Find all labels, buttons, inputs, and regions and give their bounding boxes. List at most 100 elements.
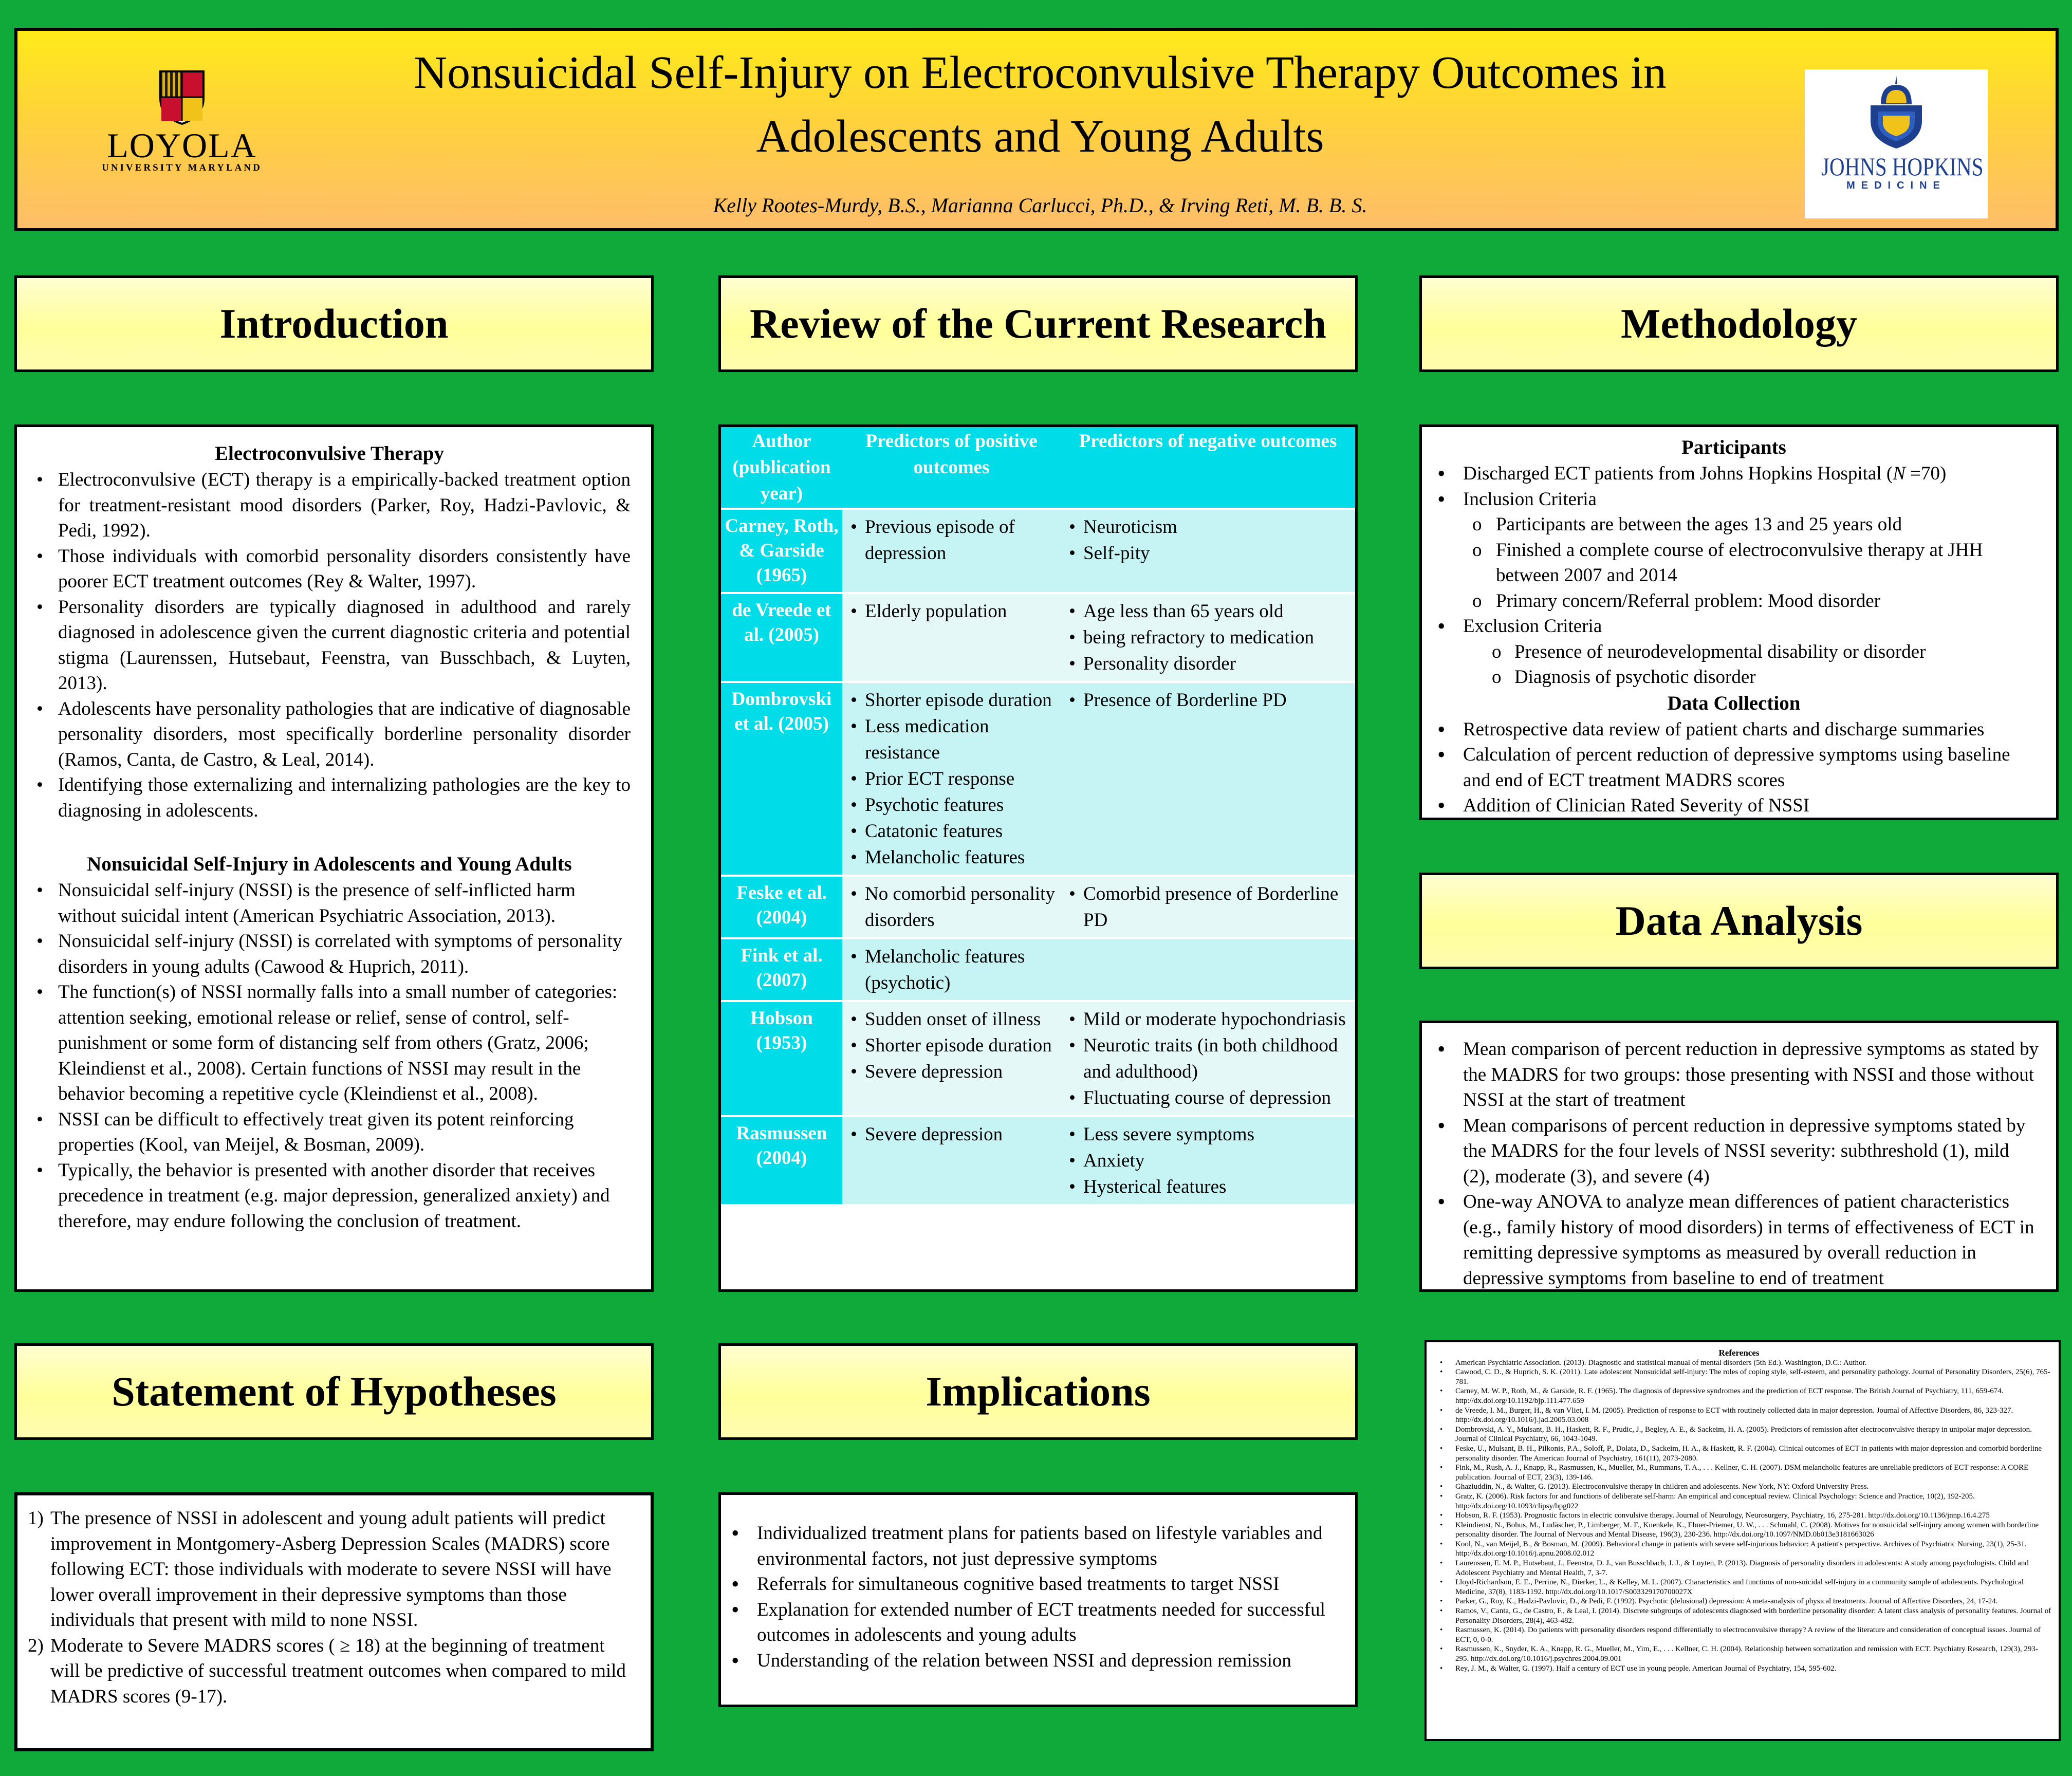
data-collection-list: Retrospective data review of patient cha… [1427,717,2041,819]
hypothesis-number: 2) [28,1635,44,1656]
nssi-bullet-list: Nonsuicidal self-injury (NSSI) is the pr… [28,878,631,1234]
list-item: Explanation for extended number of ECT t… [721,1597,1345,1648]
participants-heading: Participants [1681,436,1786,458]
list-item: Mean comparison of percent reduction in … [1427,1037,2041,1113]
table-row: Hobson (1953)Sudden onset of illnessShor… [721,1001,1355,1117]
references-heading: References [1718,1348,1760,1358]
ect-heading: Electroconvulsive Therapy [215,442,444,465]
list-item: Less severe symptoms [1063,1121,1353,1148]
implications-panel: Individualized treatment plans for patie… [718,1492,1358,1707]
table-cell-author: Feske et al. (2004) [721,876,842,939]
table-cell-positive: Sudden onset of illnessShorter episode d… [842,1001,1061,1117]
table-cell-negative: Presence of Borderline PD [1061,682,1355,877]
data-analysis-list: Mean comparison of percent reduction in … [1427,1037,2041,1291]
data-analysis-header: Data Analysis [1419,873,2059,969]
negative-predictor-list: Presence of Borderline PD [1063,687,1353,713]
table-cell-positive: Shorter episode durationLess medication … [842,682,1061,877]
table-cell-author: Fink et al. (2007) [721,938,842,1002]
exclusion-heading-list: Exclusion Criteria [1427,614,2041,639]
loyola-crest-icon [159,70,205,125]
list-item: 1) The presence of NSSI in adolescent and… [17,1506,630,1633]
negative-predictor-list: Mild or moderate hypochondriasisNeurotic… [1063,1006,1353,1111]
list-item: Addition of Clinician Rated Severity of … [1427,793,2041,819]
nssi-heading: Nonsuicidal Self-Injury in Adolescents a… [87,853,572,875]
participants-list: Discharged ECT patients from Johns Hopki… [1427,461,2041,512]
reference-item: Parker, G., Roy, K., Hadzi-Pavlovic, D.,… [1427,1597,2051,1606]
hypothesis-text: The presence of NSSI in adolescent and y… [50,1508,612,1631]
list-item: Self-pity [1063,540,1353,566]
reference-item: Cawood, C. D., & Huprich, S. K. (2011). … [1427,1367,2051,1386]
exclusion-list: Presence of neurodevelopmental disabilit… [1427,639,2041,690]
list-item: Calculation of percent reduction of depr… [1427,742,2041,793]
list-item: Shorter episode duration [844,1032,1059,1059]
participants-n: N [1893,463,1905,484]
positive-predictor-list: Sudden onset of illnessShorter episode d… [844,1006,1059,1085]
list-item: Diagnosis of psychotic disorder [1427,664,2041,690]
review-table: Author (publication year) Predictors of … [721,427,1355,1206]
list-item: The function(s) of NSSI normally falls i… [28,979,631,1107]
review-header: Review of the Current Research [718,275,1358,372]
poster-authors: Kelly Rootes-Murdy, B.S., Marianna Carlu… [713,194,1367,217]
reference-item: Feske, U., Mulsant, B. H., Pilkonis, P.A… [1427,1444,2051,1463]
hypotheses-header: Statement of Hypotheses [14,1343,654,1440]
column-header-author: Author (publication year) [721,427,842,510]
list-item: Personality disorders are typically diag… [28,595,631,696]
ect-bullet-list: Electroconvulsive (ECT) therapy is a emp… [28,467,631,823]
reference-item: Rasmussen, K., Snyder, K. A., Knapp, R. … [1427,1644,2051,1663]
reference-item: Carney, M. W. P., Roth, M., & Garside, R… [1427,1386,2051,1405]
hopkins-shield-icon [1871,76,1922,149]
negative-predictor-list: Age less than 65 years oldbeing refracto… [1063,598,1353,677]
loyola-logo: LOYOLA UNIVERSITY MARYLAND [95,69,269,188]
table-cell-positive: Previous episode of depression [842,509,1061,594]
table-cell-negative [1061,938,1355,1002]
reference-item: American Psychiatric Association. (2013)… [1427,1358,2051,1368]
list-item: Melancholic features (psychotic) [844,943,1059,996]
list-item: Retrospective data review of patient cha… [1427,717,2041,743]
list-item: 2) Moderate to Severe MADRS scores ( ≥ 18… [17,1633,630,1710]
references-list: American Psychiatric Association. (2013)… [1427,1358,2051,1674]
positive-predictor-list: No comorbid personality disorders [844,881,1059,933]
table-cell-author: de Vreede et al. (2005) [721,593,842,683]
reference-item: Gratz, K. (2006). Risk factors for and f… [1427,1492,2051,1511]
johns-hopkins-logo: JOHNS HOPKINS MEDICINE [1805,69,1988,218]
introduction-panel: Electroconvulsive Therapy Electroconvuls… [14,424,654,1292]
table-cell-author: Hobson (1953) [721,1001,842,1117]
table-cell-positive: No comorbid personality disorders [842,876,1061,939]
list-item: Nonsuicidal self-injury (NSSI) is correl… [28,929,631,979]
table-row: Dombrovski et al. (2005)Shorter episode … [721,682,1355,877]
list-item: Typically, the behavior is presented wit… [28,1158,631,1234]
positive-predictor-list: Severe depression [844,1121,1059,1148]
reference-item: Hobson, R. F. (1953). Prognostic factors… [1427,1511,2051,1521]
table-cell-negative: NeuroticismSelf-pity [1061,509,1355,594]
list-item: Discharged ECT patients from Johns Hopki… [1427,461,2041,487]
implications-header: Implications [718,1343,1358,1440]
reference-item: Rasmussen, K. (2014). Do patients with p… [1427,1625,2051,1644]
table-header-row: Author (publication year) Predictors of … [721,427,1355,510]
list-item: Electroconvulsive (ECT) therapy is a emp… [28,467,631,544]
table-row: de Vreede et al. (2005)Elderly populatio… [721,593,1355,683]
table-cell-author: Rasmussen (2004) [721,1116,842,1206]
list-item: Inclusion Criteria [1427,487,2041,512]
table-cell-negative: Less severe symptomsAnxietyHysterical fe… [1061,1116,1355,1206]
poster-title: Nonsuicidal Self-Injury on Electroconvul… [233,41,1847,169]
loyola-wordmark: LOYOLA [107,126,257,165]
reference-item: de Vreede, I. M., Burger, H., & van Vlie… [1427,1406,2051,1425]
implications-list: Individualized treatment plans for patie… [721,1521,1345,1673]
table-row: Fink et al. (2007)Melancholic features (… [721,938,1355,1002]
table-cell-author: Carney, Roth, & Garside (1965) [721,509,842,594]
reference-item: Fink, M., Rush, A. J., Knapp, R., Rasmus… [1427,1463,2051,1482]
list-item: Presence of Borderline PD [1063,687,1353,713]
hypothesis-number: 1) [28,1508,44,1529]
list-item: Hysterical features [1063,1174,1353,1200]
table-cell-negative: Mild or moderate hypochondriasisNeurotic… [1061,1001,1355,1117]
column-header-negative: Predictors of negative outcomes [1061,427,1355,510]
list-item: Referrals for simultaneous cognitive bas… [721,1571,1345,1597]
positive-predictor-list: Previous episode of depression [844,514,1059,566]
negative-predictor-list: Less severe symptomsAnxietyHysterical fe… [1063,1121,1353,1200]
list-item: Understanding of the relation between NS… [721,1648,1345,1674]
reference-item: Kleindienst, N., Bohus, M., Ludäscher, P… [1427,1521,2051,1540]
references-panel: References American Psychiatric Associat… [1424,1340,2061,1741]
list-item: Adolescents have personality pathologies… [28,696,631,773]
hypothesis-text: Moderate to Severe MADRS scores ( ≥ 18) … [50,1635,626,1707]
list-item: NSSI can be difficult to effectively tre… [28,1107,631,1158]
